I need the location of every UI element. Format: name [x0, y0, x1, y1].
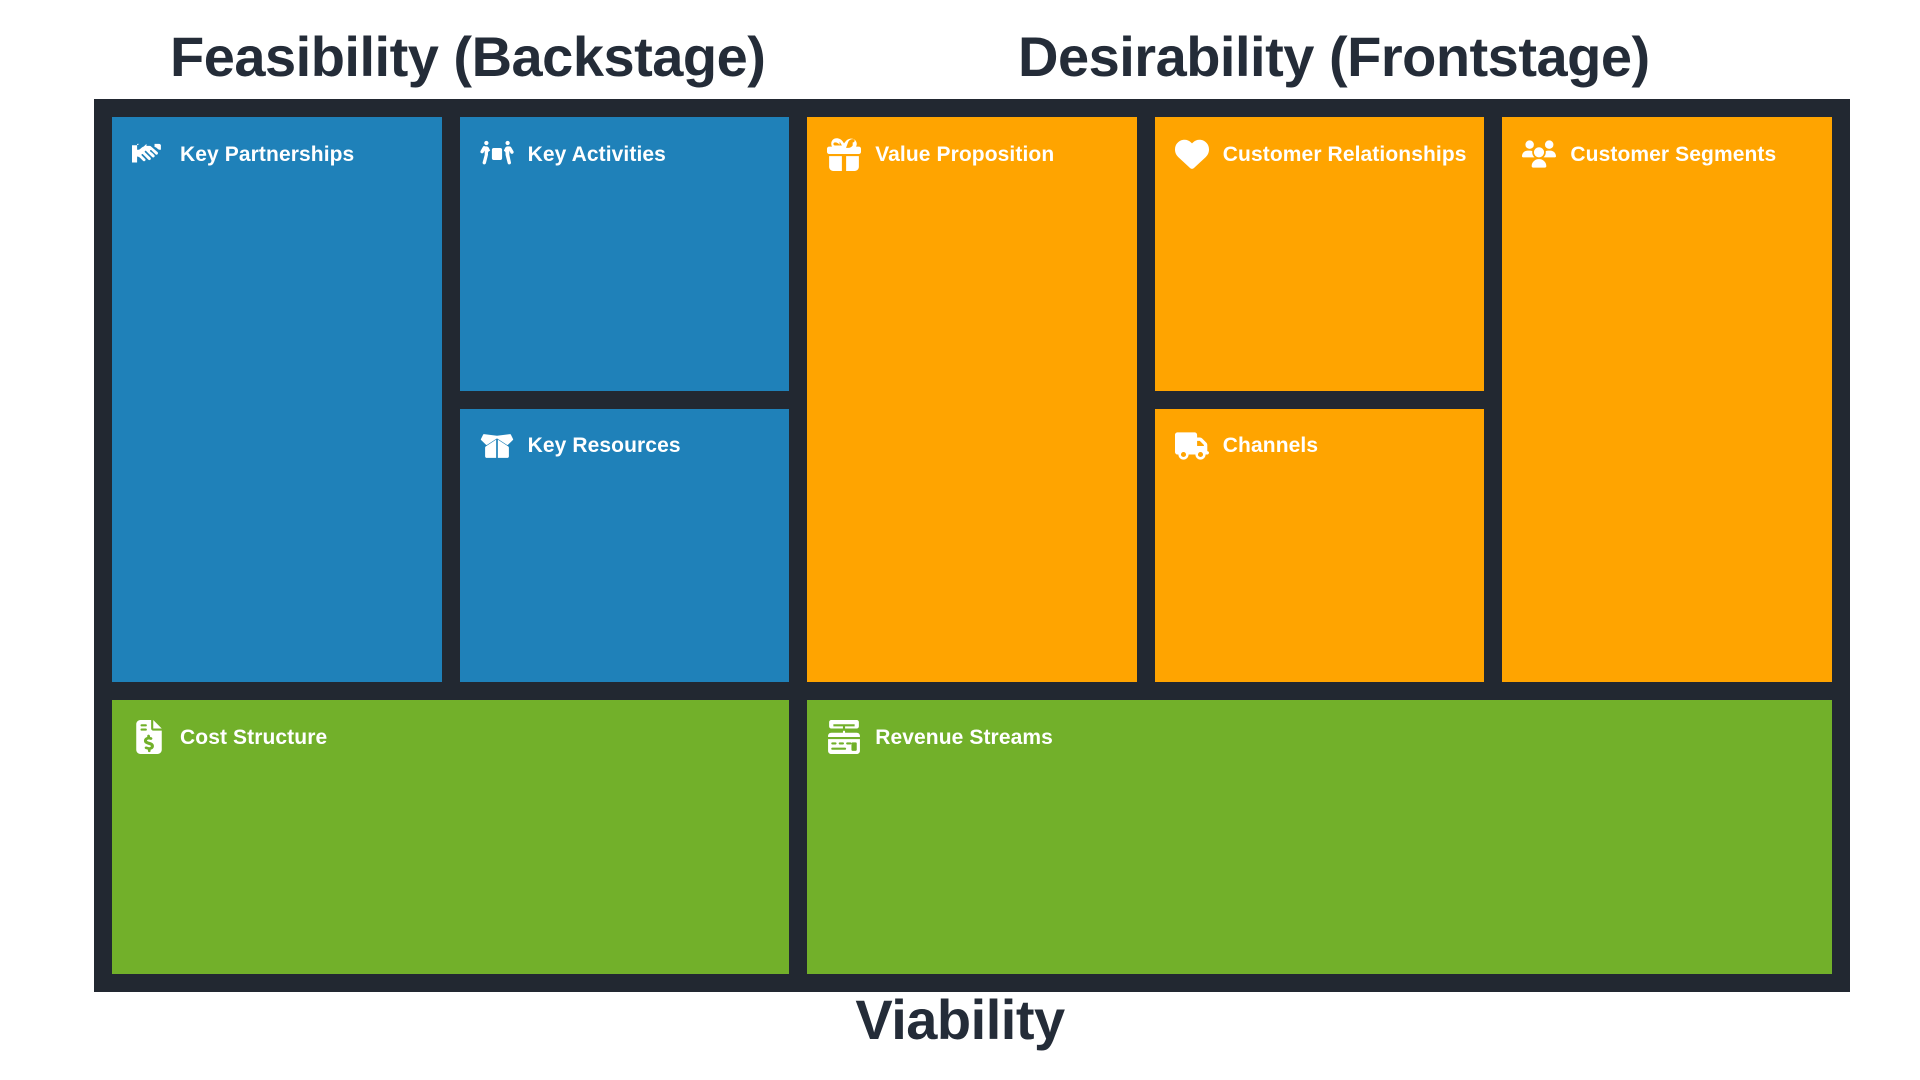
block-label: Value Proposition	[875, 142, 1055, 166]
block-label: Channels	[1222, 434, 1319, 458]
canvas-board: Key Partnerships Key Activities	[94, 99, 1850, 992]
title-viability: Viability	[855, 988, 1065, 1051]
block-header: Revenue Streams	[827, 718, 1812, 756]
block-key-resources[interactable]: Key Resources	[459, 408, 790, 683]
open-box-icon	[480, 429, 514, 463]
block-label: Cost Structure	[180, 725, 328, 749]
block-header: Key Partnerships	[132, 135, 422, 173]
block-channels[interactable]: Channels	[1154, 408, 1485, 683]
truck-icon	[1174, 429, 1209, 463]
section-titles: Feasibility (Backstage) Desirability (Fr…	[0, 18, 1920, 96]
block-header: Channels	[1174, 427, 1465, 465]
block-label: Customer Segments	[1570, 142, 1777, 166]
block-revenue-streams[interactable]: Revenue Streams	[807, 700, 1832, 974]
block-customer-segments[interactable]: Customer Segments	[1502, 117, 1832, 683]
block-label: Revenue Streams	[875, 725, 1053, 749]
block-key-partnerships[interactable]: Key Partnerships	[112, 117, 442, 683]
block-header: Key Resources	[480, 427, 770, 465]
block-cost-structure[interactable]: Cost Structure	[112, 700, 790, 974]
gift-icon	[827, 137, 862, 171]
block-label: Customer Relationships	[1222, 142, 1467, 166]
block-label: Key Partnerships	[180, 142, 355, 166]
block-header: Value Proposition	[827, 135, 1117, 173]
handshake-icon	[132, 137, 166, 171]
block-header: Cost Structure	[132, 718, 769, 756]
block-value-proposition[interactable]: Value Proposition	[807, 117, 1137, 683]
block-header: Customer Relationships	[1174, 135, 1467, 173]
people-group-icon	[1522, 137, 1557, 171]
block-customer-relationships[interactable]: Customer Relationships	[1154, 117, 1485, 391]
canvas-grid: Key Partnerships Key Activities	[112, 117, 1832, 974]
title-desirability: Desirability (Frontstage)	[1018, 25, 1650, 88]
block-header: Customer Segments	[1522, 135, 1812, 173]
title-feasibility: Feasibility (Backstage)	[170, 25, 766, 88]
cash-register-icon	[827, 720, 861, 755]
heart-icon	[1174, 137, 1209, 171]
people-carrying-icon	[479, 137, 514, 171]
block-label: Key Activities	[527, 142, 666, 166]
block-key-activities[interactable]: Key Activities	[459, 117, 790, 391]
invoice-dollar-icon	[132, 720, 166, 755]
block-header: Key Activities	[479, 135, 770, 173]
block-label: Key Resources	[527, 434, 681, 458]
